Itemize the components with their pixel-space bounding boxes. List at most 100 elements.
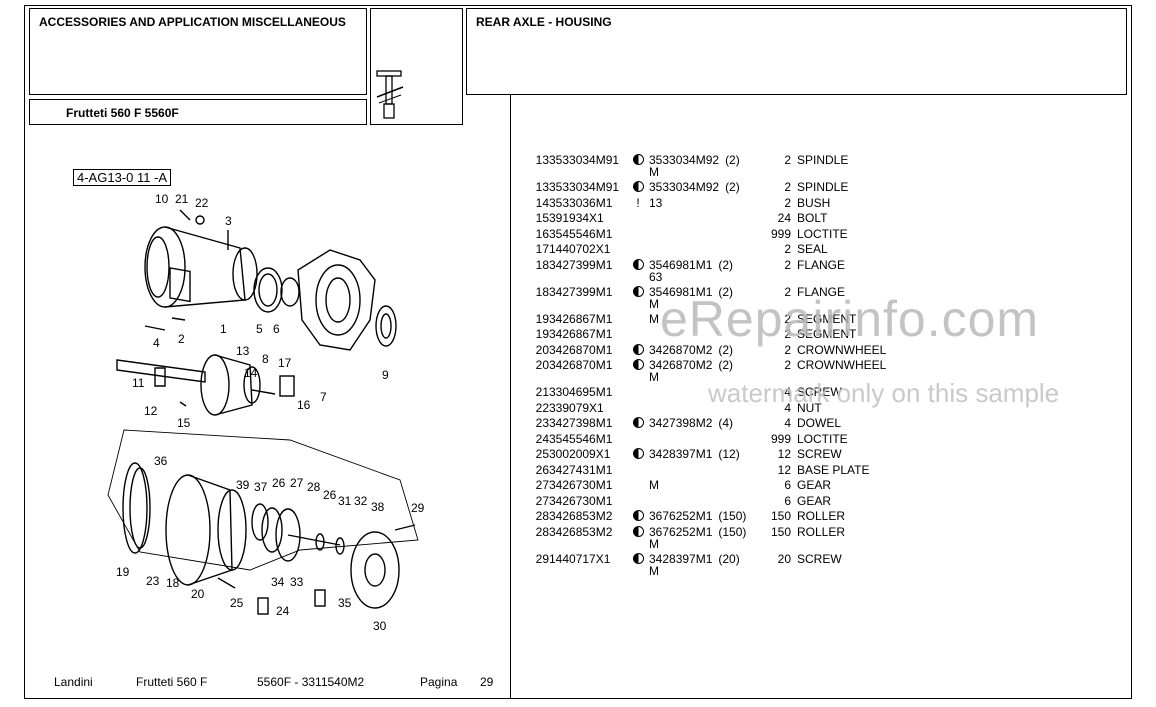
description: CROWNWHEEL bbox=[797, 358, 887, 372]
callout: 27 bbox=[290, 476, 304, 490]
quantity: 4 bbox=[784, 385, 791, 399]
compat-icon bbox=[627, 401, 649, 417]
part-number: 3426730M1 bbox=[549, 493, 613, 508]
quantity: 2 bbox=[784, 284, 791, 299]
footer-page-label: Pagina bbox=[420, 675, 458, 689]
half-circle-icon bbox=[632, 154, 644, 165]
callout: 4 bbox=[153, 336, 160, 350]
alternate-part: 3676252M1(150) bbox=[649, 509, 749, 525]
description: FLANGE bbox=[797, 257, 846, 272]
compat-icon bbox=[627, 447, 649, 463]
alternate-qty: (2) bbox=[718, 284, 734, 299]
alternate-part-number: 3428397M1 bbox=[649, 447, 713, 461]
part-number: 339079X1 bbox=[549, 400, 604, 415]
quantity: 6 bbox=[784, 493, 791, 508]
description: FLANGE bbox=[797, 284, 846, 299]
compat-icon bbox=[627, 343, 649, 359]
compat-icon bbox=[627, 358, 649, 385]
part-number: 3427431M1 bbox=[549, 462, 613, 477]
alternate-qty: (2) bbox=[725, 153, 740, 167]
icon-box bbox=[370, 8, 463, 125]
callout: 2 bbox=[178, 332, 185, 346]
alternate-part-number: 3546981M1 bbox=[649, 284, 713, 299]
half-circle-icon bbox=[632, 343, 644, 355]
callout: 19 bbox=[116, 565, 130, 579]
compat-icon: ! bbox=[636, 195, 640, 210]
quantity: 2 bbox=[784, 342, 791, 357]
compat-icon bbox=[627, 509, 649, 525]
callout: 36 bbox=[154, 454, 168, 468]
quantity: 2 bbox=[784, 242, 791, 256]
alternate-part bbox=[649, 494, 749, 510]
callout: 5 bbox=[256, 322, 263, 336]
quantity: 2 bbox=[784, 311, 791, 326]
alternate-part-number: 3426870M2 bbox=[649, 358, 713, 372]
compat-icon bbox=[627, 227, 649, 243]
ref-number: 13 bbox=[535, 180, 549, 194]
part-number: 3545546M1 bbox=[549, 431, 613, 446]
callout: 9 bbox=[382, 368, 389, 382]
ref-number: 28 bbox=[535, 524, 549, 539]
alternate-qty: (2) bbox=[718, 358, 734, 372]
callout: 22 bbox=[195, 196, 209, 210]
callout: 24 bbox=[276, 604, 290, 618]
watermark-note: watermark only on this sample bbox=[708, 378, 1060, 408]
callout: 14 bbox=[244, 366, 258, 380]
half-circle-icon bbox=[632, 285, 644, 297]
ref-number: 18 bbox=[535, 257, 549, 272]
part-number: 3426867M1 bbox=[549, 327, 613, 341]
part-number: 3533034M91 bbox=[549, 153, 620, 167]
part-number: 3426853M2 bbox=[549, 509, 613, 523]
callout: 3 bbox=[225, 214, 232, 228]
callout: 25 bbox=[230, 596, 244, 610]
ref-number: 22 bbox=[535, 400, 549, 415]
quantity: 2 bbox=[784, 195, 791, 210]
alternate-part: M bbox=[649, 312, 749, 328]
alternate-part-number: 3546981M1 bbox=[649, 257, 713, 272]
alternate-note: M bbox=[649, 165, 659, 179]
description: SEGMENT bbox=[797, 327, 857, 341]
quantity: 12 bbox=[777, 447, 791, 461]
description: SEAL bbox=[797, 242, 828, 256]
ref-number: 29 bbox=[535, 551, 549, 566]
watermark-site: eRepairinfo.com bbox=[660, 291, 1040, 347]
group-title: REAR AXLE - HOUSING bbox=[476, 15, 612, 29]
alternate-note: M bbox=[649, 563, 659, 578]
part-number: 3545546M1 bbox=[549, 226, 613, 241]
half-circle-icon bbox=[632, 258, 644, 270]
footer-brand: Landini bbox=[54, 675, 93, 689]
alternate-part bbox=[649, 463, 749, 479]
callout: 7 bbox=[320, 390, 327, 404]
alternate-part: 3427398M2(4) bbox=[649, 416, 749, 432]
drawing-reference-code: 4-AG13-0 11 -A bbox=[73, 169, 172, 186]
alternate-qty: (2) bbox=[718, 342, 734, 357]
alternate-qty: (4) bbox=[718, 416, 734, 430]
description: ROLLER bbox=[797, 524, 846, 539]
section-title-box: ACCESSORIES AND APPLICATION MISCELLANEOU… bbox=[29, 8, 367, 95]
compat-icon bbox=[627, 258, 649, 285]
part-number: 3427398M1 bbox=[549, 416, 613, 430]
quantity: 150 bbox=[770, 524, 791, 539]
part-number: 1440717X1 bbox=[549, 551, 611, 566]
group-title-box: REAR AXLE - HOUSING bbox=[466, 8, 1127, 95]
ref-number: 20 bbox=[535, 358, 549, 372]
description: BASE PLATE bbox=[797, 462, 870, 477]
column-divider bbox=[510, 95, 511, 699]
alternate-qty: (2) bbox=[725, 180, 740, 194]
description: CROWNWHEEL bbox=[797, 342, 887, 357]
part-number: 3427399M1 bbox=[549, 284, 613, 299]
footer-model: Frutteti 560 F bbox=[136, 675, 208, 689]
ref-number: 17 bbox=[535, 242, 549, 256]
compat-icon bbox=[627, 327, 649, 343]
compat-icon bbox=[627, 285, 649, 312]
alternate-part bbox=[649, 432, 749, 448]
compat-icon bbox=[627, 180, 649, 196]
part-number: 3426730M1 bbox=[549, 478, 613, 492]
exploded-view-drawing: 4-AG13-0 11 -A bbox=[40, 150, 480, 640]
